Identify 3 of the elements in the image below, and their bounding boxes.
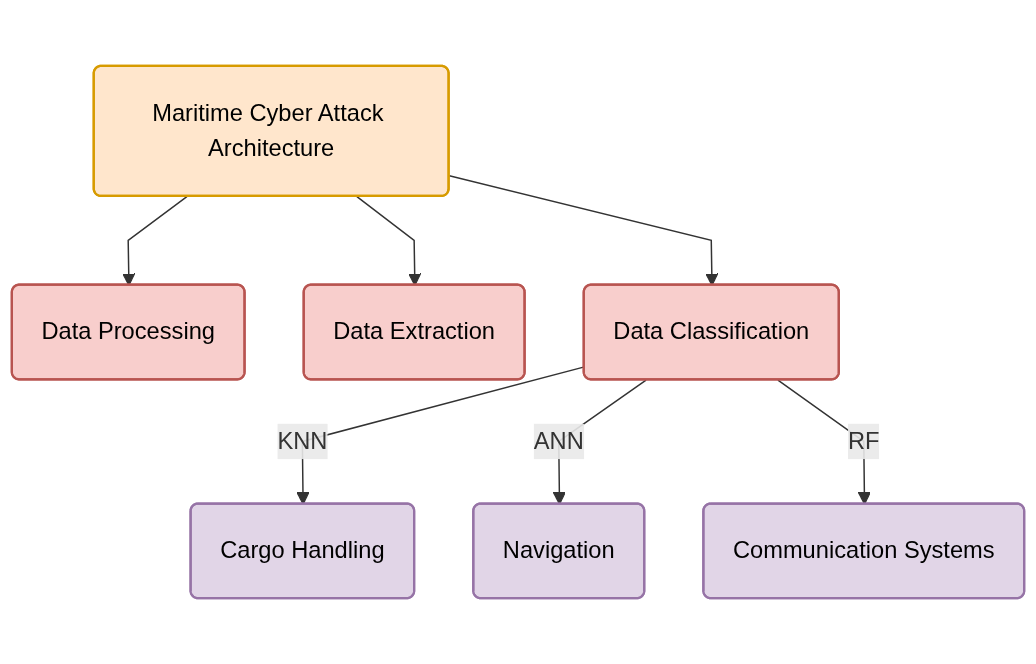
edge-label: KNN xyxy=(277,428,328,454)
edge-label: ANN xyxy=(533,428,584,454)
edge-label: RF xyxy=(848,428,880,454)
